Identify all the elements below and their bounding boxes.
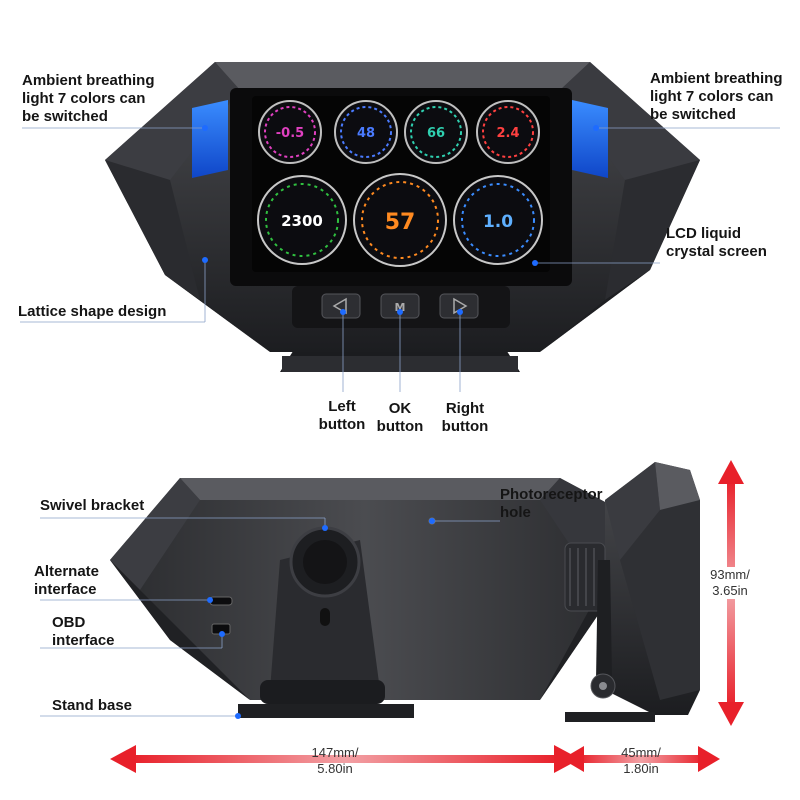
ambient-light-left-label: Ambient breathing light 7 colors can be …: [22, 72, 155, 125]
lattice-design-label: Lattice shape design: [18, 303, 167, 320]
right-button-label: Right button: [441, 400, 489, 435]
gauge-5-value: 2300: [281, 212, 323, 230]
depth-dimension-arrow: [562, 746, 720, 772]
gauge-4-value: 2.4: [496, 126, 519, 141]
hud-side-view: [564, 462, 700, 722]
alternate-interface-label: Alternate interface: [34, 563, 100, 598]
callout-dots: [202, 125, 599, 315]
hud-back-view: [110, 478, 620, 718]
gauge-6: 57: [353, 173, 447, 267]
stand-base-label: Stand base: [52, 697, 133, 714]
ambient-light-right: [572, 100, 608, 178]
left-arrow-icon: [332, 297, 347, 315]
gauge-4: 2.4: [476, 100, 540, 164]
ambient-light-left: [192, 100, 228, 178]
obd-interface-label: OBD interface: [52, 614, 115, 649]
ambient-light-right-label: Ambient breathing light 7 colors can be …: [650, 70, 783, 123]
photoreceptor-label: Photoreceptor hole: [500, 486, 603, 521]
top-callouts: [20, 127, 780, 392]
alternate-interface-port: [209, 596, 233, 606]
gauge-3: 66: [404, 100, 468, 164]
gauge-1-value: -0.5: [276, 126, 304, 141]
gauge-5: 2300: [257, 175, 347, 265]
gauge-2-value: 48: [357, 126, 375, 141]
ok-button-label: OK button: [376, 400, 424, 435]
gauge-3-value: 66: [427, 126, 445, 141]
gauge-cluster: -0.5 48 66 2.4 2300 57: [257, 100, 543, 267]
bottom-callouts: [40, 517, 500, 717]
gauge-6-value: 57: [385, 210, 416, 235]
left-button-label: Left button: [318, 398, 366, 433]
mode-icon: M: [395, 301, 406, 314]
gauge-7: 1.0: [453, 175, 543, 265]
lcd-screen-label: LCD liquid crystal screen: [666, 225, 767, 260]
depth-dimension-label: 45mm/ 1.80in: [621, 745, 661, 776]
left-button[interactable]: [321, 293, 361, 319]
gauge-2: 48: [334, 100, 398, 164]
stand-base: [238, 704, 414, 718]
height-dimension-label: 93mm/ 3.65in: [700, 567, 760, 599]
gauge-1: -0.5: [258, 100, 322, 164]
width-dimension-label: 147mm/ 5.80in: [311, 745, 359, 776]
gauge-7-value: 1.0: [483, 212, 513, 232]
back-callout-dots: [207, 518, 435, 719]
swivel-bracket-label: Swivel bracket: [40, 497, 145, 514]
